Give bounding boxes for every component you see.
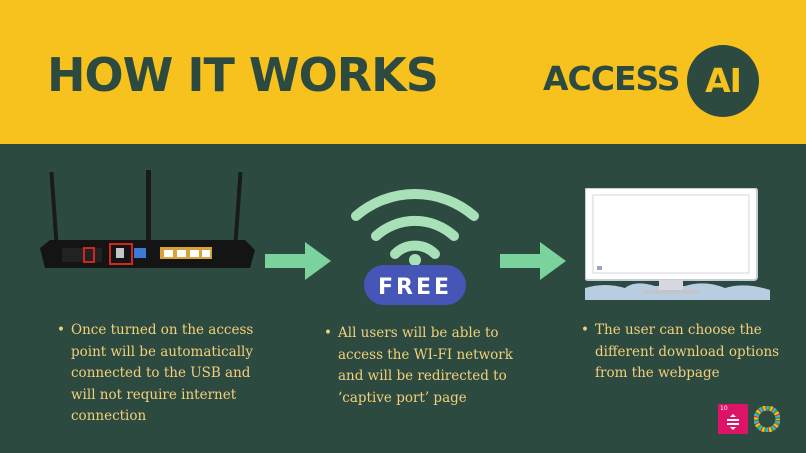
arrow-right-icon (500, 242, 566, 280)
equality-icon (727, 414, 739, 430)
brand-badge: AI (687, 45, 759, 117)
step-2-description: • All users will be able to access the W… (324, 323, 528, 409)
step-3-text: The user can choose the different downlo… (595, 322, 780, 381)
sdg-number: 10 (720, 405, 728, 412)
step-1-text: Once turned on the access point will be … (71, 322, 254, 424)
step-3-description: • The user can choose the different down… (581, 320, 790, 385)
wifi-free-label: FREE (378, 275, 452, 300)
step-1-description: • Once turned on the access point will b… (57, 320, 271, 428)
bullet-dot-icon: • (324, 325, 332, 341)
arrow-right-icon (265, 242, 331, 280)
monitor-icon (585, 188, 770, 300)
sdg-10-badge: 10 (718, 404, 748, 434)
header-banner: HOW IT WORKS ACCESS AI (0, 0, 806, 144)
sdg-wheel-icon (754, 406, 780, 432)
brand-word: ACCESS (543, 59, 681, 98)
step-2-text: All users will be able to access the WI-… (338, 325, 513, 406)
router-icon (40, 170, 255, 268)
bullet-dot-icon: • (581, 322, 589, 338)
wifi-free-icon: FREE (351, 189, 479, 305)
page-title: HOW IT WORKS (47, 48, 439, 102)
bullet-dot-icon: • (57, 322, 65, 338)
